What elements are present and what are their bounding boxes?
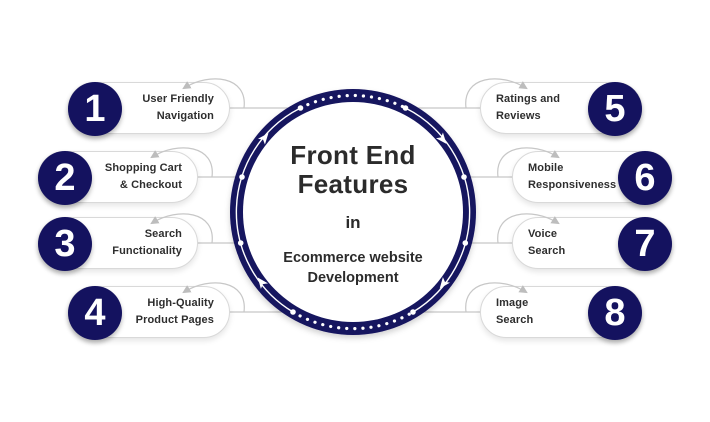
center-title: Front End Features [290, 140, 416, 200]
feature-number-badge: 2 [38, 151, 92, 205]
feature-number-badge: 1 [68, 82, 122, 136]
feature-pill-6: Mobile Responsiveness 6 [512, 151, 672, 205]
feature-pill-2: 2 Shopping Cart & Checkout [38, 151, 198, 205]
connector-dot [461, 174, 467, 180]
connector-dot [402, 105, 409, 111]
center-subtitle: Ecommerce website Development [283, 249, 423, 287]
dotted-arc-top [298, 93, 408, 110]
connector-dot [462, 240, 469, 246]
feature-pill-1: 1 User Friendly Navigation [68, 82, 230, 136]
feature-pill-3: 3 Search Functionality [38, 217, 198, 271]
feature-pill-5: Ratings and Reviews 5 [480, 82, 642, 136]
dotted-arc-bottom [291, 310, 415, 331]
feature-label: Shopping Cart & Checkout [104, 161, 182, 191]
feature-number-badge: 7 [618, 217, 672, 271]
feature-pill-8: Image Search 8 [480, 286, 642, 340]
feature-number-badge: 4 [68, 286, 122, 340]
connector-dot [290, 309, 296, 315]
feature-number-badge: 3 [38, 217, 92, 271]
feature-label: High-Quality Product Pages [135, 296, 214, 326]
connector-dot [410, 309, 416, 315]
feature-number-badge: 8 [588, 286, 642, 340]
feature-number-badge: 5 [588, 82, 642, 136]
connector-dot [297, 105, 304, 111]
connector-dot [237, 240, 244, 246]
feature-label: Mobile Responsiveness [528, 161, 617, 191]
connector-dot [239, 174, 245, 180]
feature-pill-4: 4 High-Quality Product Pages [68, 286, 230, 340]
center-text-block: Front End Features in Ecommerce website … [263, 140, 443, 288]
feature-label: Voice Search [528, 227, 566, 257]
feature-label: Search Functionality [112, 227, 182, 257]
center-connector-word: in [345, 212, 361, 232]
feature-label: User Friendly Navigation [142, 92, 214, 122]
feature-label: Ratings and Reviews [496, 92, 561, 122]
feature-pill-7: Voice Search 7 [512, 217, 672, 271]
feature-label: Image Search [496, 296, 534, 326]
feature-number-badge: 6 [618, 151, 672, 205]
